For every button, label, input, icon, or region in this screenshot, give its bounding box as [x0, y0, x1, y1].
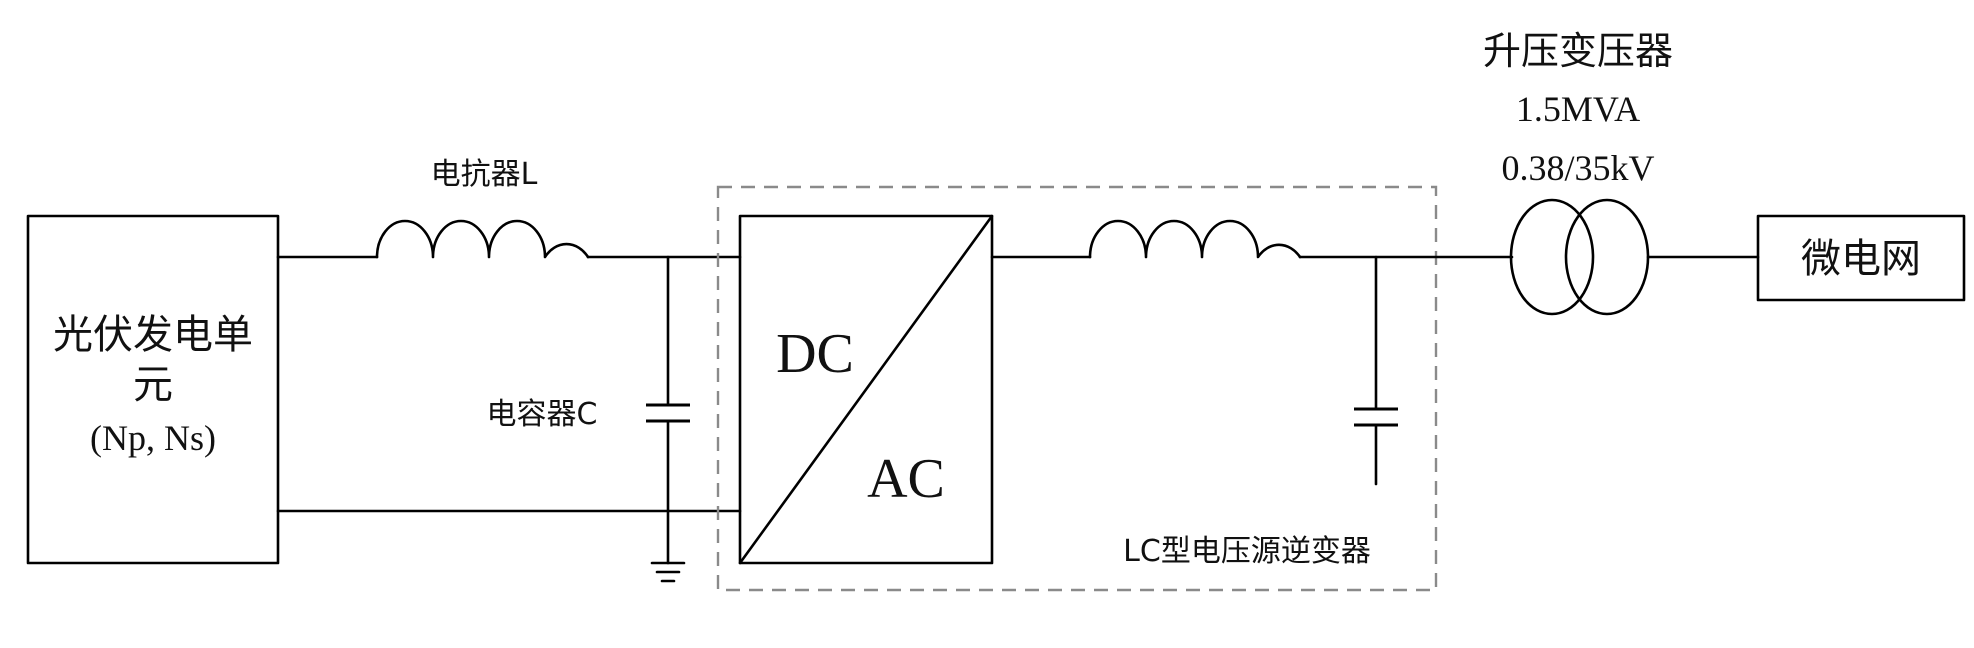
filter-capacitor — [1354, 255, 1398, 486]
pv-unit-block: 光伏发电单 元 (Np, Ns) — [26, 214, 280, 565]
transformer-title: 升压变压器 — [1483, 29, 1673, 73]
pv-unit-params: (Np, Ns) — [90, 418, 216, 458]
output-inductor — [1088, 219, 1302, 259]
converter-ac-label: AC — [867, 448, 945, 510]
pv-unit-label-line2: 元 — [133, 362, 173, 408]
ground-icon — [650, 561, 686, 583]
capacitor-c: 电容器C — [487, 255, 690, 565]
capacitor-label: 电容器C — [487, 397, 598, 432]
dc-ac-converter: DC AC — [738, 214, 994, 565]
transformer-rating: 1.5MVA — [1516, 89, 1640, 129]
inverter-label: LC型电压源逆变器 — [1123, 534, 1371, 569]
pv-unit-label-line1: 光伏发电单 — [53, 312, 253, 358]
microgrid-block: 微电网 — [1756, 214, 1966, 302]
microgrid-label: 微电网 — [1801, 236, 1921, 282]
transformer-voltage: 0.38/35kV — [1502, 148, 1655, 188]
inductor-l: 电抗器L — [375, 157, 590, 259]
reactor-label: 电抗器L — [431, 157, 538, 192]
transformer-icon — [1509, 198, 1650, 316]
inverter-enclosure — [716, 185, 1438, 592]
converter-dc-label: DC — [776, 323, 854, 385]
